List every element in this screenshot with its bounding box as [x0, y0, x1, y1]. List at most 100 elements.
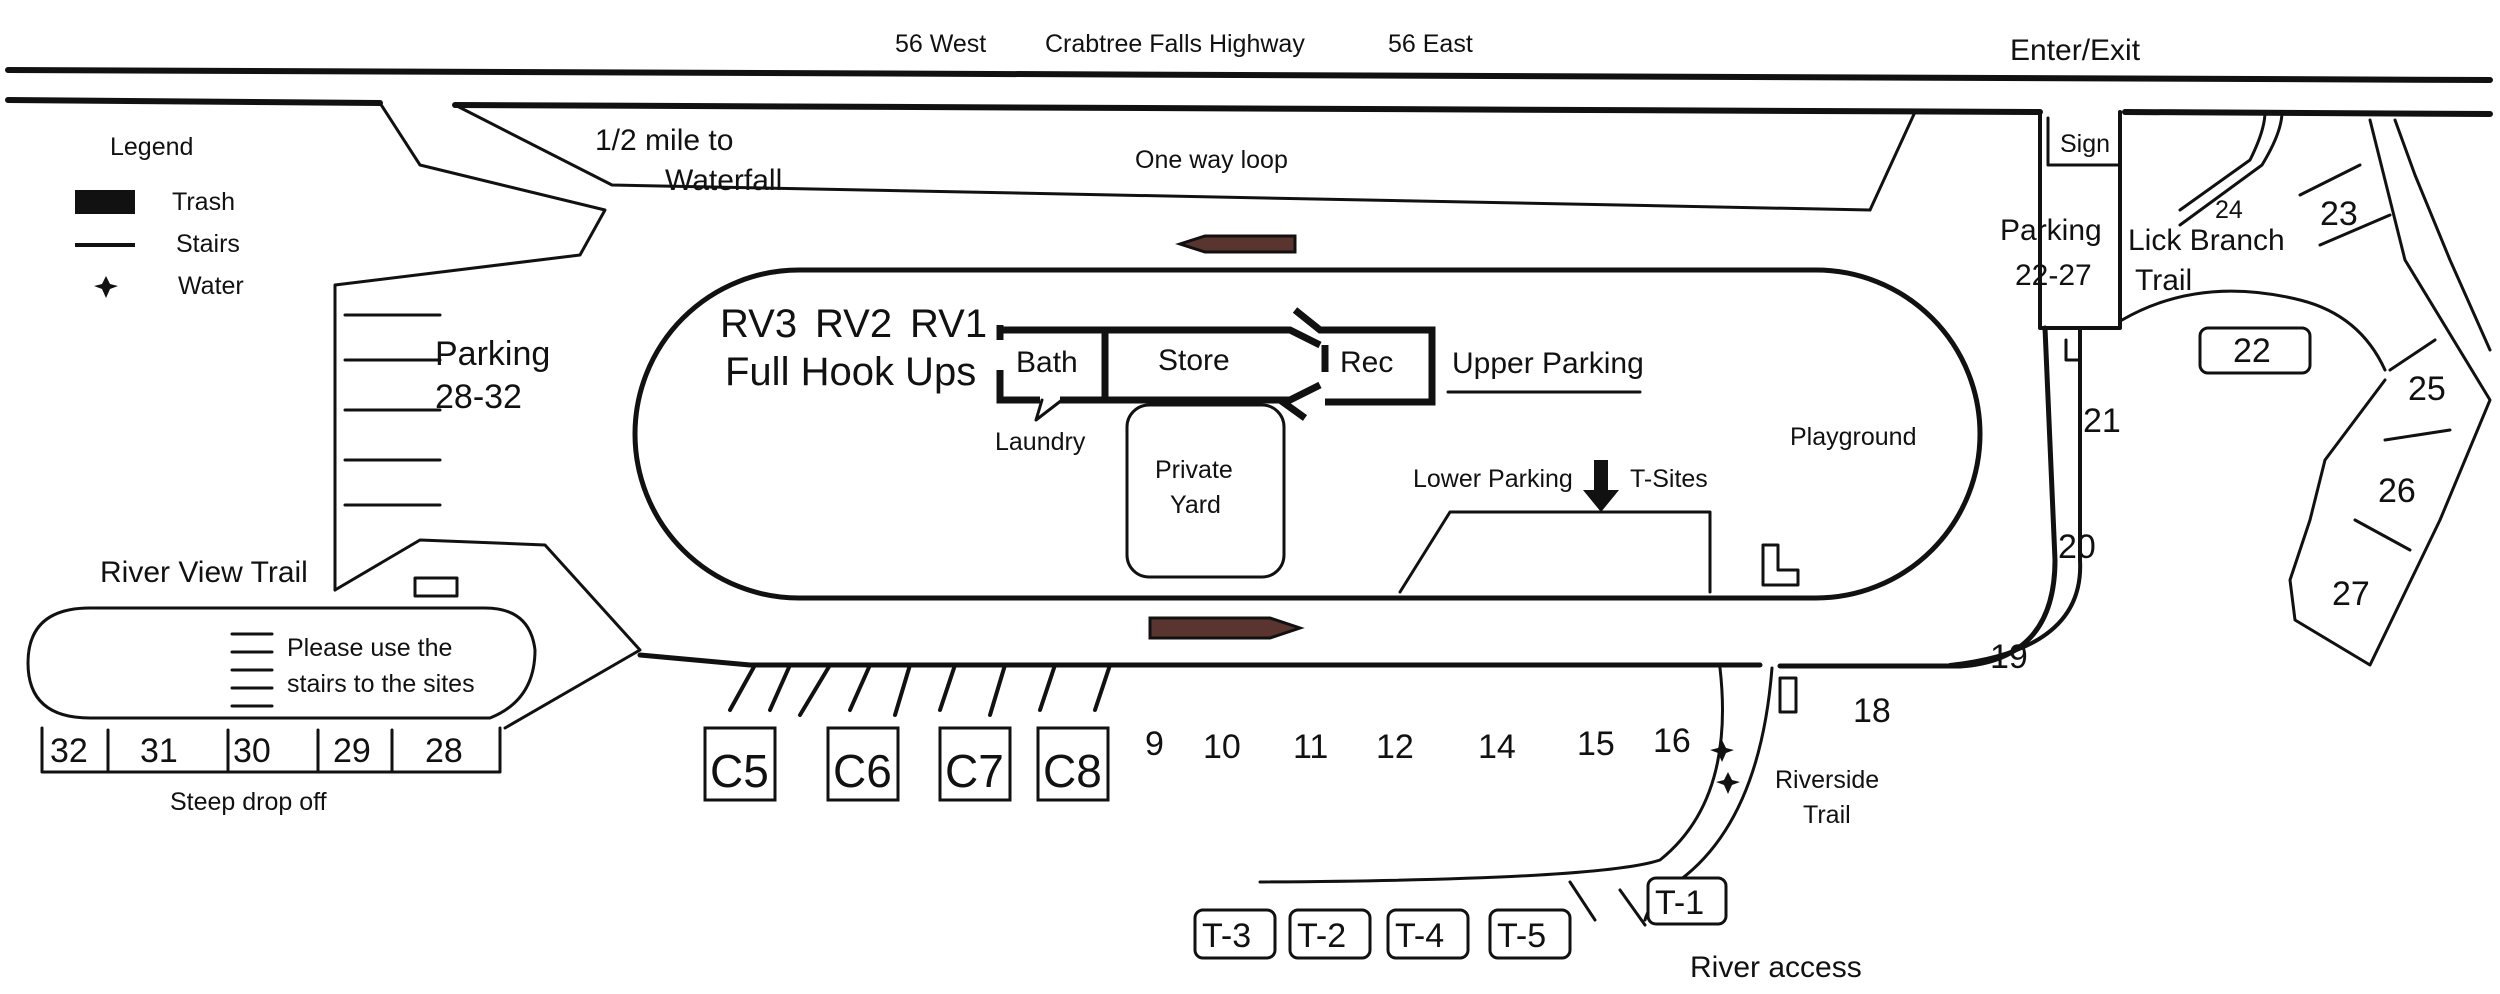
site-16: 16 — [1653, 722, 1691, 760]
site-20: 20 — [2058, 528, 2096, 566]
site-26: 26 — [2378, 472, 2416, 510]
site-12: 12 — [1376, 728, 1414, 766]
site-10: 10 — [1203, 728, 1241, 766]
water-icon — [94, 276, 118, 298]
site-t1-box — [1646, 876, 1728, 926]
east-road-inner — [1948, 328, 2083, 667]
site-t4: T-4 — [1395, 917, 1444, 955]
stairs-note-line2: stairs to the sites — [287, 670, 475, 698]
site-19: 19 — [1990, 638, 2028, 676]
site-18: 18 — [1853, 692, 1891, 730]
river-view-area: River View Trail Please use the stairs t… — [26, 538, 642, 816]
riverside-trail-west — [1258, 666, 1724, 884]
highway-south-edge-west — [5, 97, 383, 106]
lower-parking-label: Lower Parking — [1413, 465, 1573, 493]
one-way-loop-area: 1/2 mile to Waterfall One way loop — [460, 104, 1917, 254]
water-spigot-icon — [1710, 740, 1734, 762]
trash-icon — [75, 190, 135, 214]
legend: Legend Trash Stairs Water — [75, 133, 244, 300]
parking-28-32-label-line2: 28-32 — [435, 378, 522, 416]
site-31: 31 — [140, 732, 178, 770]
waterfall-road-edge — [453, 103, 1872, 212]
site-t2: T-2 — [1297, 917, 1346, 955]
south-road-edge — [637, 652, 1763, 668]
legend-water-label: Water — [178, 272, 244, 300]
campsite-loop-road — [2120, 289, 2387, 372]
parking-22-27-label-line2: 22-27 — [2015, 259, 2092, 292]
center-buildings: RV3 RV2 RV1 Full Hook Ups Bath Laundry S… — [720, 302, 1916, 594]
playground-structure — [1761, 543, 1800, 587]
site-22: 22 — [2233, 332, 2271, 370]
river-view-trail-label: River View Trail — [100, 556, 308, 589]
sign-box — [2046, 116, 2120, 167]
site-t5-box — [1488, 908, 1572, 960]
highway-south-edge-east — [2122, 109, 2493, 117]
lick-branch-trail-line2 — [2178, 110, 2284, 227]
site-23: 23 — [2320, 195, 2358, 233]
highway-east-label: 56 East — [1388, 30, 1473, 58]
campsite-cluster-outline — [2288, 118, 2492, 667]
waterfall-label-line2: Waterfall — [665, 164, 782, 197]
store-building — [1105, 326, 1322, 404]
site-24: 24 — [2215, 196, 2243, 224]
site-t3-box — [1193, 908, 1277, 960]
site-c8: C8 — [1043, 745, 1102, 797]
stairs-access-road — [333, 538, 642, 730]
lick-branch-trail-line1 — [2178, 110, 2267, 212]
legend-title: Legend — [110, 133, 193, 161]
campsite-dividers — [2298, 163, 2452, 552]
trash-bin-icon — [413, 576, 459, 598]
east-road-west-edge — [1777, 325, 2058, 669]
rec-label: Rec — [1340, 346, 1393, 379]
lick-branch-label-line1: Lick Branch — [2128, 224, 2285, 257]
site-9: 9 — [1145, 725, 1164, 763]
upper-parking-label: Upper Parking — [1452, 347, 1644, 380]
full-hook-ups-label: Full Hook Ups — [725, 350, 976, 394]
site-c6: C6 — [833, 745, 892, 797]
parking-22-27-label-line1: Parking — [2000, 214, 2102, 247]
laundry-label: Laundry — [995, 428, 1086, 456]
waterfall-label-line1: 1/2 mile to — [595, 124, 733, 157]
store-door — [1277, 397, 1308, 421]
highway-name: Crabtree Falls Highway — [1045, 30, 1305, 58]
direction-arrow-left-icon — [1175, 234, 1297, 254]
steep-drop-off-label: Steep drop off — [170, 788, 327, 816]
highway-west-label: 56 West — [895, 30, 986, 58]
sites-28-32-row — [40, 726, 502, 774]
arrow-down-icon — [1583, 460, 1619, 512]
parking-28-32-label-line1: Parking — [435, 335, 550, 373]
trash-bin-east-icon — [2064, 338, 2082, 362]
site-t4-box — [1386, 908, 1470, 960]
rv1-label: RV1 — [910, 302, 987, 346]
rec-building — [1292, 307, 1436, 406]
bath-label: Bath — [1016, 346, 1078, 379]
riverside-trail-label-line2: Trail — [1803, 801, 1851, 829]
river-view-trail-loop — [26, 606, 537, 720]
laundry-pointer — [1034, 398, 1064, 422]
river-access-path — [1568, 880, 1647, 927]
site-32: 32 — [50, 732, 88, 770]
site-11: 11 — [1293, 728, 1328, 766]
t-sites-label: T-Sites — [1630, 465, 1708, 493]
trash-bin-riverside-icon — [1778, 676, 1798, 714]
lick-branch-label-line2: Trail — [2135, 264, 2192, 297]
site-t1: T-1 — [1655, 884, 1704, 922]
site-28: 28 — [425, 732, 463, 770]
site-29: 29 — [333, 732, 371, 770]
site-t3: T-3 — [1202, 917, 1251, 955]
rv3-label: RV3 — [720, 302, 797, 346]
site-c8-box — [1036, 726, 1110, 802]
river-access-label: River access — [1690, 951, 1862, 984]
site-22-box — [2198, 326, 2312, 375]
site-14: 14 — [1478, 728, 1516, 766]
campsite-cluster-inner — [2393, 118, 2492, 352]
private-yard-label-line2: Yard — [1170, 491, 1221, 519]
site-30: 30 — [233, 732, 271, 770]
bath-building — [996, 325, 1109, 404]
site-21: 21 — [2083, 402, 2121, 440]
east-road: Sign Parking 22-27 21 20 19 18 Riverside… — [1193, 110, 2122, 984]
one-way-loop-outline — [460, 104, 1917, 212]
site-c5: C5 — [710, 745, 769, 797]
one-way-loop-label: One way loop — [1135, 146, 1288, 174]
store-label: Store — [1158, 344, 1230, 377]
